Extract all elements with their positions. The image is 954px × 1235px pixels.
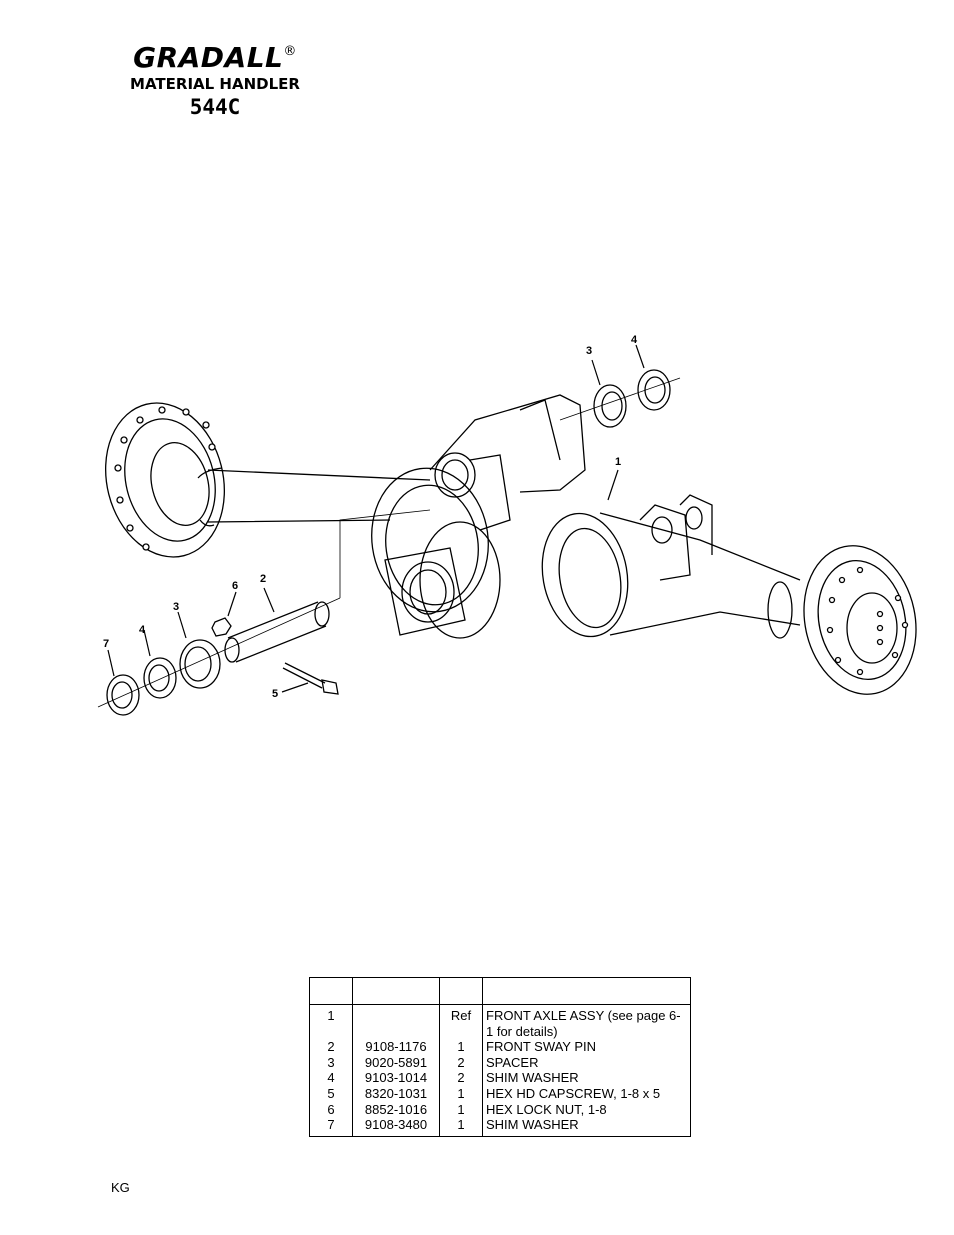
hex-lock-nut [211,617,232,637]
table-cell: 1 [457,1117,465,1133]
table-cell: 5 [327,1085,335,1101]
table-cell: 6 [327,1101,335,1117]
description-column: FRONT AXLE ASSY (see page 6-1 for detail… [483,1005,691,1137]
table-cell [356,1008,436,1039]
leader-lines [107,344,645,693]
table-cell: 9108-3480 [364,1117,428,1133]
callout-6: 6 [232,580,238,592]
table-cell: SHIM WASHER [486,1070,579,1086]
header-description [482,978,690,1005]
table-cell: 2 [457,1070,465,1086]
callout-4-bottom: 4 [139,624,146,636]
model-number: 544C [189,95,241,119]
left-axle-tube [207,469,431,523]
gradall-logo: GRADALL® MATERIAL HANDLER 544C [110,36,320,120]
right-hub-flange [767,545,917,695]
right-axle-body [541,494,801,638]
shim-washer-top [637,369,671,411]
table-cell: SPACER [486,1054,539,1070]
callout-2: 2 [260,573,266,585]
callout-4-top: 4 [631,334,638,346]
table-cell: 3 [327,1054,335,1070]
shim-washer-bottom-7 [106,674,140,716]
table-cell: 1 [457,1039,465,1055]
table-cell: 8320-1031 [364,1085,428,1101]
table-cell: 1 [327,1008,335,1023]
table-cell: HEX LOCK NUT, 1-8 [486,1101,607,1117]
table-cell: FRONT SWAY PIN [486,1039,597,1055]
spacer-top [593,384,627,428]
header-qty [439,978,483,1005]
table-cell: 4 [327,1070,335,1086]
front-axle-exploded-diagram: 3 4 1 2 6 3 4 7 5 [97,334,917,716]
table-cell: 2 [457,1054,465,1070]
callout-7: 7 [103,638,109,650]
parts-table-header [310,978,690,1005]
callout-3-top: 3 [586,345,592,357]
spacer-bottom [179,639,221,689]
table-cell: 1 [457,1085,465,1101]
sway-pin [224,601,330,663]
header-item [310,978,353,1005]
table-cell: HEX HD CAPSCREW, 1-8 x 5 [486,1085,661,1101]
table-cell: Ref [450,1008,472,1023]
table-cell: 9020-5891 [364,1054,428,1070]
left-hub-flange [104,402,226,558]
table-cell: SHIM WASHER [486,1117,579,1133]
table-cell: 7 [327,1117,335,1133]
callout-5: 5 [272,688,278,700]
logo-subtitle: MATERIAL HANDLER [130,75,300,93]
footer-code: KG [111,1180,130,1195]
shim-washer-bottom-4 [143,657,177,699]
table-cell: 2 [327,1039,335,1055]
hex-capscrew [282,662,339,695]
callout-1: 1 [615,456,621,468]
header-part-number [352,978,440,1005]
callout-3-bottom: 3 [173,601,179,613]
table-cell: FRONT AXLE ASSY (see page 6-1 for detail… [486,1008,681,1039]
table-cell: 8852-1016 [364,1101,428,1117]
table-cell: 9103-1014 [364,1070,428,1086]
table-cell: 1 [457,1101,465,1117]
differential-housing [371,394,586,639]
brand-name: GRADALL® [133,41,297,74]
table-cell: 9108-1176 [365,1039,427,1055]
